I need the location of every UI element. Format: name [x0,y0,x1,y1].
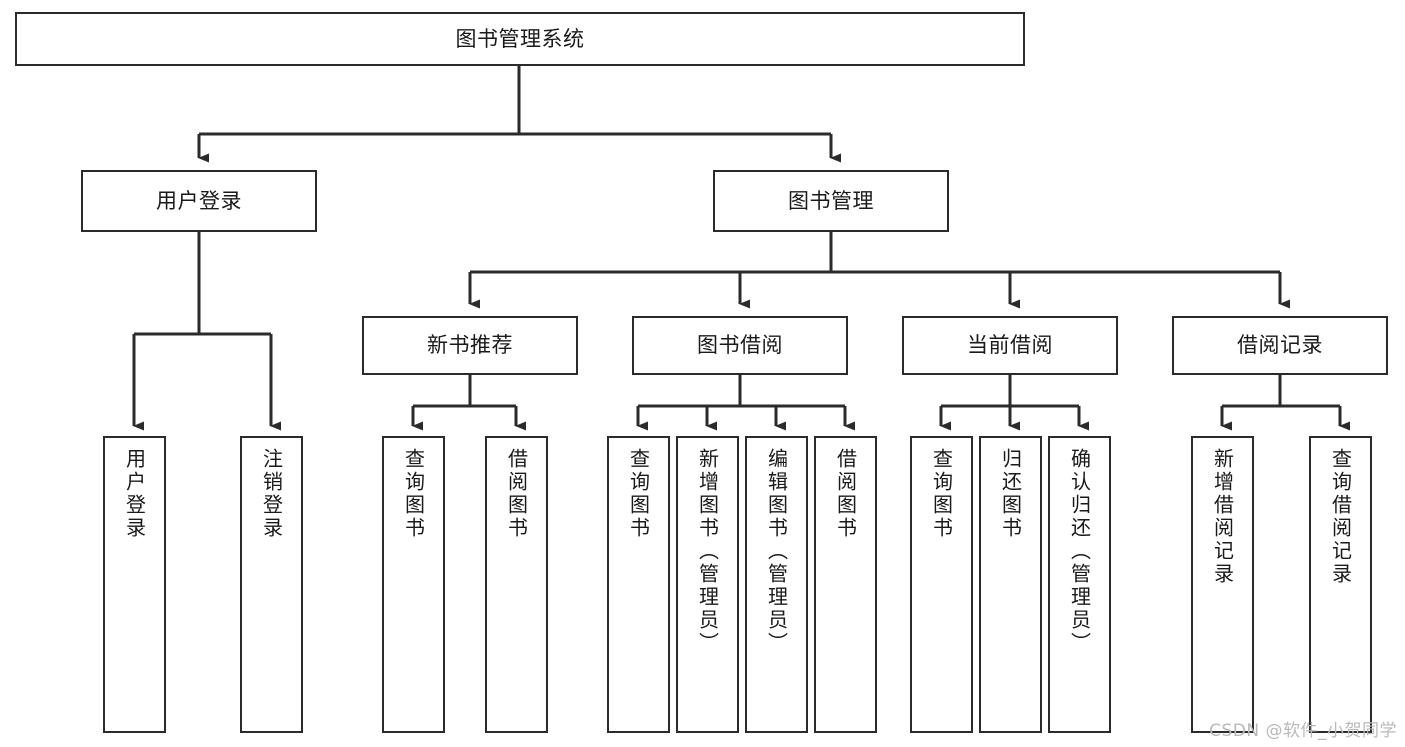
node-label: 注销登录 [259,448,284,540]
node-leaf-add-book[interactable]: 新增图书（管理员） [676,436,739,733]
node-label: 查询图书 [401,448,426,540]
node-label: 当前借阅 [967,333,1053,358]
node-label: 图书管理系统 [455,26,585,51]
node-root-system[interactable]: 图书管理系统 [15,12,1025,66]
node-label: 新书推荐 [427,333,513,358]
node-label: 用户登录 [122,448,147,540]
node-label: 确认归还（管理员） [1067,448,1092,655]
node-label: 编辑图书（管理员） [764,448,789,655]
node-leaf-add-record[interactable]: 新增借阅记录 [1191,436,1254,733]
node-label: 借阅图书 [833,448,858,540]
node-label: 查询图书 [929,448,954,540]
node-leaf-borrow-book-2[interactable]: 借阅图书 [814,436,877,733]
node-leaf-query-book-2[interactable]: 查询图书 [607,436,670,733]
node-leaf-edit-book[interactable]: 编辑图书（管理员） [745,436,808,733]
node-label: 归还图书 [998,448,1023,540]
node-leaf-user-login[interactable]: 用户登录 [103,436,166,733]
node-leaf-query-book-3[interactable]: 查询图书 [910,436,973,733]
node-current-borrow[interactable]: 当前借阅 [902,316,1118,375]
node-label: 新增图书（管理员） [695,448,720,655]
node-book-borrow[interactable]: 图书借阅 [632,316,848,375]
node-leaf-return-book[interactable]: 归还图书 [979,436,1042,733]
node-leaf-borrow-book-1[interactable]: 借阅图书 [485,436,548,733]
node-leaf-confirm-return[interactable]: 确认归还（管理员） [1048,436,1111,733]
node-book-manage[interactable]: 图书管理 [713,170,949,232]
node-label: 用户登录 [156,188,242,213]
node-label: 借阅图书 [504,448,529,540]
node-borrow-record[interactable]: 借阅记录 [1172,316,1388,375]
node-label: 图书借阅 [697,333,783,358]
node-label: 查询图书 [626,448,651,540]
node-new-book-recommend[interactable]: 新书推荐 [362,316,578,375]
node-leaf-query-book-1[interactable]: 查询图书 [382,436,445,733]
node-label: 查询借阅记录 [1328,448,1353,586]
node-leaf-query-record[interactable]: 查询借阅记录 [1309,436,1372,733]
node-label: 图书管理 [788,188,874,213]
node-label: 新增借阅记录 [1210,448,1235,586]
node-label: 借阅记录 [1237,333,1323,358]
node-user-login[interactable]: 用户登录 [81,170,317,232]
node-leaf-logout-login[interactable]: 注销登录 [240,436,303,733]
